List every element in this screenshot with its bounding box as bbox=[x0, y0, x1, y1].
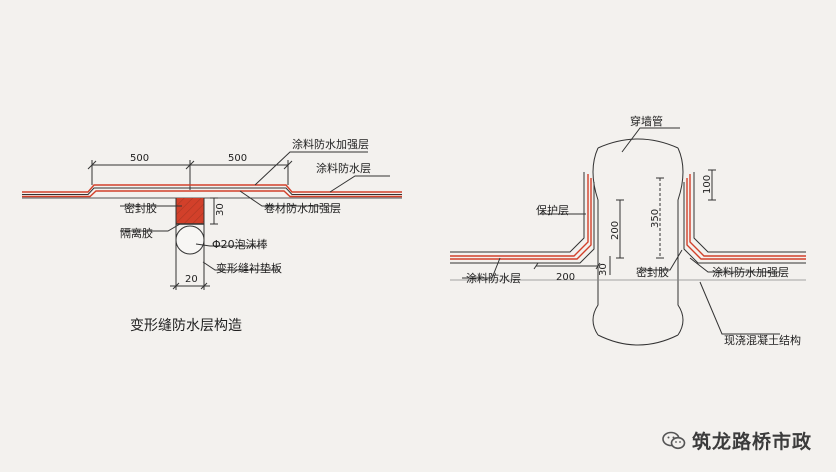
label-joint-pad: 变形缝衬垫板 bbox=[216, 261, 282, 275]
left-leaders bbox=[120, 151, 390, 271]
dim-depth: 30 bbox=[215, 203, 226, 216]
dim-200-horizontal: 200 bbox=[556, 272, 575, 283]
deformation-joint-detail: 500 500 30 bbox=[22, 137, 402, 334]
label-coating-layer: 涂料防水层 bbox=[316, 161, 371, 175]
dim-350: 350 bbox=[650, 209, 661, 228]
label-coating-reinforce: 涂料防水加强层 bbox=[292, 137, 369, 151]
label-isolation-glue: 隔离胶 bbox=[120, 226, 153, 240]
left-wall-layers bbox=[450, 172, 595, 264]
watermark: 筑龙路桥市政 bbox=[662, 427, 812, 454]
label-sealant-right: 密封胶 bbox=[636, 265, 669, 279]
deformation-joint bbox=[175, 198, 205, 290]
label-coating-layer-right: 涂料防水层 bbox=[466, 271, 521, 285]
foam-rod bbox=[175, 225, 205, 255]
label-protection: 保护层 bbox=[536, 203, 569, 217]
watermark-text: 筑龙路桥市政 bbox=[691, 431, 812, 453]
dim-left-width: 500 bbox=[130, 153, 149, 164]
dim-100: 100 bbox=[702, 175, 713, 194]
right-leaders bbox=[462, 127, 780, 335]
label-membrane-reinforce: 卷材防水加强层 bbox=[264, 201, 341, 215]
label-sealant: 密封胶 bbox=[124, 201, 157, 215]
label-pipe: 穿墙管 bbox=[630, 114, 663, 128]
label-concrete: 现浇混凝土结构 bbox=[724, 333, 801, 347]
caption-deformation-joint: 变形缝防水层构造 bbox=[130, 318, 242, 334]
right-wall-layers bbox=[683, 172, 806, 264]
dim-gap: 20 bbox=[185, 274, 198, 285]
waterproof-layers bbox=[22, 184, 402, 198]
wall-pipe-detail: 200 350 100 200 30 穿墙管 保护层 涂料防水层 密封胶 涂料防… bbox=[450, 114, 806, 347]
depth-dimension bbox=[210, 197, 218, 225]
wall-pipe bbox=[592, 138, 684, 346]
right-dimensions bbox=[533, 169, 716, 275]
dim-30: 30 bbox=[598, 263, 609, 276]
gap-dimension bbox=[170, 282, 210, 290]
dim-right-width: 500 bbox=[228, 153, 247, 164]
dim-200-vertical: 200 bbox=[610, 221, 621, 240]
top-dimension bbox=[87, 160, 293, 190]
wechat-icon bbox=[662, 431, 686, 449]
label-coating-reinforce-right: 涂料防水加强层 bbox=[712, 265, 789, 279]
label-foam-rod: Φ20泡沫棒 bbox=[212, 237, 268, 251]
